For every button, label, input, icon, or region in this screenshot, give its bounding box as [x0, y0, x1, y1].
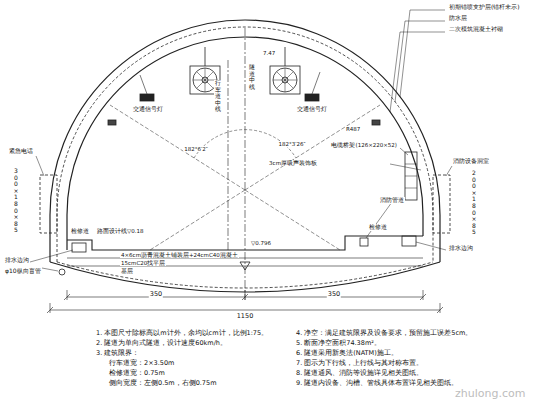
signal-light: [140, 94, 154, 101]
callout-label: 4×6cm沥青混凝土铺装层+24cmC40混凝土: [120, 252, 239, 258]
note-text: 6. 隧道采用新奥法(NATM)施工。: [295, 350, 399, 357]
note-text: 侧向宽度：左侧0.5m，右侧0.75m: [108, 380, 217, 387]
callout-label: 3cm厚吸声装饰板: [268, 160, 318, 166]
callout-label: 排水边沟: [448, 245, 474, 252]
radius-line: [110, 105, 380, 250]
dimension-text: 350: [149, 291, 163, 298]
callout-label: 电缆桥架(126×220×52): [330, 142, 398, 148]
note-text: 行车道宽：2×3.50m: [108, 360, 175, 367]
note-text: 5. 断面净空面积74.38m²。: [295, 340, 382, 347]
phone-niche: [40, 175, 57, 233]
callout-label: 182°3′26″: [277, 141, 306, 147]
tunnel-centerline: [245, 28, 246, 300]
callout-label: 行车道中线: [214, 80, 222, 113]
callout-label: 7.47: [262, 50, 276, 56]
callout-label: 200×180×85: [470, 170, 478, 236]
callout-label: 紧急电话: [8, 148, 34, 155]
fire-pipe: [360, 238, 368, 246]
note-text: 9. 隧道内设备、沟槽、管线具体布置详见相关图纸。: [295, 380, 459, 387]
callout-label: 消防管道: [379, 197, 405, 204]
note-text: 7. 图示为下行线，上行线与其对称布置。: [295, 360, 424, 367]
dimension-line: [47, 303, 443, 313]
lane-centerline: [228, 60, 229, 250]
signal-light: [305, 94, 319, 101]
callout-label: 排水边沟: [4, 257, 30, 264]
callout-label: 15cmC20找平层: [120, 260, 166, 266]
drain-ditch: [402, 236, 416, 246]
callout-label: 交通信号灯: [132, 106, 164, 113]
callout-label: 基层: [120, 268, 134, 274]
callout-label: 隧道中线: [248, 64, 256, 90]
note-text: 4. 净空：满足建筑限界及设备要求，预留施工误差5cm。: [295, 330, 473, 337]
blind-pipe: [59, 269, 65, 275]
cable-tray: [405, 152, 417, 200]
callout-label: 路面设计线▽0.18: [96, 228, 144, 234]
callout-label: 300×180×85: [12, 168, 20, 234]
callout-label: φ10纵向盲管: [4, 268, 42, 275]
dimension-text: 1150: [236, 313, 255, 320]
callout-label: 二次模筑混凝土衬砌: [448, 26, 504, 33]
callout-label: 检修道: [70, 228, 90, 235]
callout-label: 初期锚喷支护层(锚杆未示): [448, 4, 521, 11]
cable-tray: [405, 164, 417, 188]
fire-niche: [433, 175, 450, 233]
note-text: 8. 隧道通风、消防等设施详见相关图纸。: [295, 370, 424, 377]
leader-line: [390, 10, 445, 112]
watermark: zhulong.com: [454, 388, 526, 401]
note-text: 检修道宽：0.75m: [108, 370, 166, 377]
note-text: 2. 隧道为单向式隧道，设计速度60km/h。: [95, 340, 228, 347]
callout-label: 检修道: [368, 224, 388, 231]
dimension-line: [64, 290, 426, 300]
lamp: [108, 120, 116, 125]
callout-label: ▽0.796: [250, 240, 272, 246]
lamp: [372, 120, 380, 125]
note-text: 3. 建筑限界：: [95, 350, 140, 357]
dimension-text: 350: [327, 291, 341, 298]
callout-label: 交通信号灯: [296, 106, 328, 113]
callout-label: 消防设备洞室: [452, 158, 490, 165]
light-bracket: [140, 72, 320, 94]
callout-label: 防水层: [448, 15, 468, 22]
note-text: 1. 本图尺寸除标高以m计外，余均以cm计，比例1:75。: [95, 330, 269, 337]
drain-ditch: [72, 243, 86, 252]
callout-label: 182°6′2″: [183, 146, 209, 152]
callout-label: R487: [345, 126, 361, 132]
leader-line: [30, 148, 452, 271]
jet-fan: [190, 47, 300, 94]
